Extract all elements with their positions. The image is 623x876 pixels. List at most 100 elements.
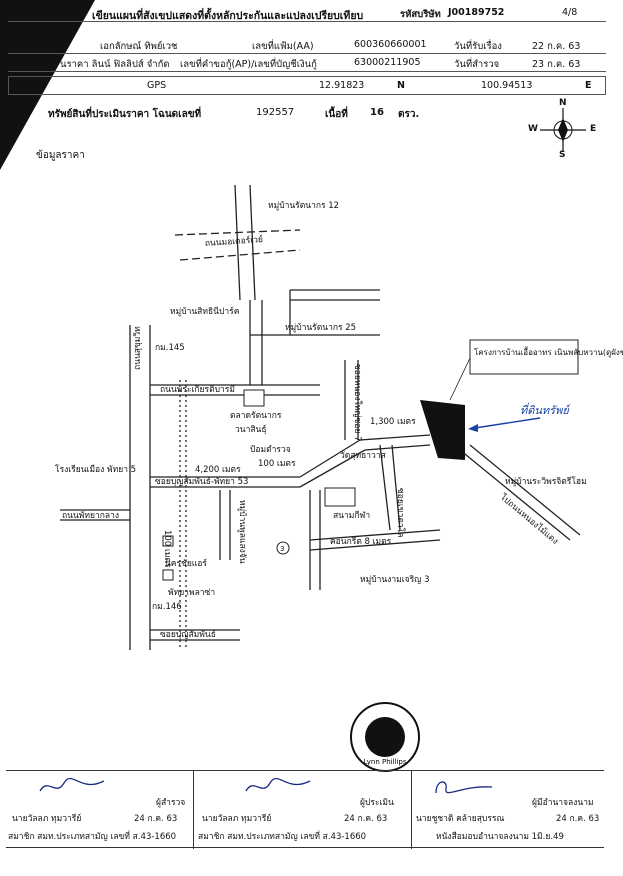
label-dist100b: 100 เมตร <box>162 530 172 568</box>
building-2 <box>162 569 174 581</box>
label-soi7: ซอยหนองใหญ่ซอย 7 <box>352 364 363 441</box>
compass-icon <box>540 108 586 152</box>
price-info-label: ข้อมูลราคา <box>36 150 85 161</box>
applicant-label: เลขที่คำขอกู้(AP)/เลขที่บัญชีเงินกู้ <box>180 59 317 70</box>
label-village-rattanakorn12: หมู่บ้านรัตนากร 12 <box>268 200 339 211</box>
label-dist1300: 1,300 เมตร <box>370 417 416 427</box>
title-row: เขียนแผนที่สังเขปแสดงที่ตั้งหลักประกันแล… <box>8 4 606 22</box>
label-soi-khok: คอนกรีต 8 เมตร <box>330 536 392 547</box>
label-motorway: ถนนมอเตอร์เวย์ <box>204 234 263 249</box>
survey-label: วันที่สำรวจ <box>454 59 500 70</box>
label-km146: กม.146 <box>152 602 182 612</box>
area-value: 16 <box>370 107 384 118</box>
company-code-label: รหัสบริษัท <box>400 9 441 20</box>
appraiser-role: ผู้ประเมิน <box>360 798 394 808</box>
page-title: เขียนแผนที่สังเขปแสดงที่ตั้งหลักประกันแล… <box>92 10 364 22</box>
market-rect <box>243 389 265 407</box>
authorizer-name: นายชูชาติ คล้ายสุบรรณ <box>416 814 505 824</box>
appraiser-date: 24 ก.ค. 63 <box>344 814 388 824</box>
road-network <box>60 184 581 650</box>
compass-n: N <box>559 98 567 108</box>
label-circle3: 3 <box>280 545 284 553</box>
officer-name: เอกลักษณ์ ทิพย์เวช <box>100 41 178 52</box>
authorizer-date: 24 ก.ค. 63 <box>556 814 600 824</box>
surveyor-date: 24 ก.ค. 63 <box>134 814 178 824</box>
file-no: 600360660001 <box>354 39 427 50</box>
label-dist4200: 4,200 เมตร <box>195 465 241 475</box>
appraiser-name: นายวัลลภ ทุมวารีย์ <box>202 814 272 824</box>
label-pattaya-sala: พัทยาพลาซ่า <box>168 588 215 598</box>
label-market: ตลาดรัตนากร <box>230 411 282 421</box>
longitude: 100.94513 <box>481 80 533 91</box>
surveyor-role: ผู้สำรวจ <box>156 798 186 808</box>
appraiser-membership: สมาชิก สมท.ประเภทสามัญ เลขที่ ส.43-1660 <box>198 832 367 842</box>
company-code: J00189752 <box>448 7 505 18</box>
label-village-rattanakorn25: หมู่บ้านรัตนากร 25 <box>285 322 356 333</box>
gps-row: หลักฐานที่มา GPS 12.91823 N 100.94513 E <box>8 76 606 95</box>
arrow-head <box>468 424 478 432</box>
label-prakhan: ถนนพระเกียรติบารมี <box>160 384 235 395</box>
surveyor-membership: สมาชิก สมท.ประเภทสามัญ เลขที่ ส.43-1660 <box>8 832 177 842</box>
survey-date: 23 ก.ค. 63 <box>532 59 581 70</box>
label-nakornchai: นครชัยแอร์ <box>165 558 207 569</box>
label-subject-tag: ที่ดินทรัพย์ <box>520 402 572 417</box>
company-name: นราคา ลินน์ ฟิลลิปส์ จำกัด <box>60 59 170 70</box>
source-label: หลักฐานที่มา <box>55 82 108 93</box>
label-soi53: ซอยบุญสัมพันธ์-พัทยา 53 <box>155 476 248 487</box>
surveyor-col: ผู้สำรวจ นายวัลลภ ทุมวารีย์ 24 ก.ค. 63 ส… <box>6 771 194 849</box>
latitude: 12.91823 <box>319 80 365 91</box>
route-circle-icon <box>276 541 290 555</box>
building-1 <box>162 535 174 547</box>
project-callout <box>469 339 579 375</box>
officer-row: เอกลักษณ์ ทิพย์เวช เลขที่แฟ้ม(AA) 600360… <box>8 36 606 54</box>
appraiser-signature <box>245 777 311 792</box>
label-km145: กม.145 <box>155 343 185 353</box>
authorizer-role: ผู้มีอำนาจลงนาม <box>532 798 594 808</box>
signature-block: ผู้สำรวจ นายวัลลภ ทุมวารีย์ 24 ก.ค. 63 ส… <box>6 770 604 849</box>
received-date: 22 ก.ค. 63 <box>532 41 581 52</box>
compass-e: E <box>590 124 597 134</box>
label-dist100a: 100 เมตร <box>258 459 296 469</box>
surveyor-signature <box>39 777 105 792</box>
label-village-ngamcharoen: หมู่บ้านงามเจริญ 3 <box>360 574 430 585</box>
label-sukhumvit: ถนนสุขุมวิท <box>133 326 143 370</box>
label-village-pukpaniang: หมู่บ้านพูลแสงจัน <box>237 500 248 564</box>
callout-leader <box>449 357 471 401</box>
label-soi-boonsampan: ซอยบุญสัมพันธ์ <box>160 629 216 640</box>
label-wat: วัดสุทธาวาส <box>340 451 387 461</box>
page-number: 4/8 <box>562 7 578 18</box>
company-stamp: Lynn Phillips <box>350 702 420 772</box>
label-village-rawiphat: หมู่บ้านระวิพรจิตรีโฮม <box>505 476 587 487</box>
file-no-label: เลขที่แฟ้ม(AA) <box>252 41 314 52</box>
longitude-dir: E <box>585 80 592 91</box>
subject-arrow <box>474 417 541 429</box>
asset-label: ทรัพย์สินที่ประเมินราคา โฉนดเลขที่ <box>48 109 202 120</box>
compass-w: W <box>528 124 538 134</box>
authorizer-col: ผู้มีอำนาจลงนาม นายชูชาติ คล้ายสุบรรณ 24… <box>412 771 604 849</box>
folded-corner-shadow <box>0 0 95 170</box>
stadium-rect <box>324 487 356 507</box>
label-pattaya-klang: ถนนพัทยากลาง <box>62 511 119 521</box>
compass-rose: N S E W <box>528 98 598 160</box>
compass-s: S <box>559 150 566 160</box>
label-soi-khaotalo: ซอยเขาตาโล <box>395 488 406 537</box>
company-row: นราคา ลินน์ ฟิลลิปส์ จำกัด เลขที่คำขอกู้… <box>8 54 606 72</box>
surveyor-name: นายวัลลภ ทุมวารีย์ <box>12 814 82 824</box>
stamp-label: Lynn Phillips <box>363 758 406 766</box>
label-wanasin: วนาสินธุ์ <box>235 424 267 435</box>
subject-plot <box>420 400 465 460</box>
label-stadium: สนามกีฬา <box>333 510 370 521</box>
gps-source: GPS <box>147 80 167 91</box>
received-label: วันที่รับเรื่อง <box>454 41 502 52</box>
appraiser-col: ผู้ประเมิน นายวัลลภ ทุมวารีย์ 24 ก.ค. 63… <box>194 771 412 849</box>
area-unit: ตรว. <box>398 109 420 120</box>
applicant-no: 63000211905 <box>354 57 421 68</box>
deed-number: 192557 <box>256 107 295 118</box>
area-label: เนื้อที่ <box>325 109 348 120</box>
label-project-box: โครงการบ้านเอื้ออาทร เนินพลับหวาน(ดูผังข… <box>474 346 623 358</box>
latitude-dir: N <box>397 80 405 91</box>
location-map: หมู่บ้านรัตนากร 12 ถนนมอเตอร์เวย์ หมู่บ้… <box>55 184 623 650</box>
label-school: โรงเรียนเมือง พัทยา 5 <box>55 464 136 475</box>
label-village-sitthini: หมู่บ้านสิทธินีปาร์ค <box>170 306 239 317</box>
authorizer-signature <box>435 781 493 794</box>
